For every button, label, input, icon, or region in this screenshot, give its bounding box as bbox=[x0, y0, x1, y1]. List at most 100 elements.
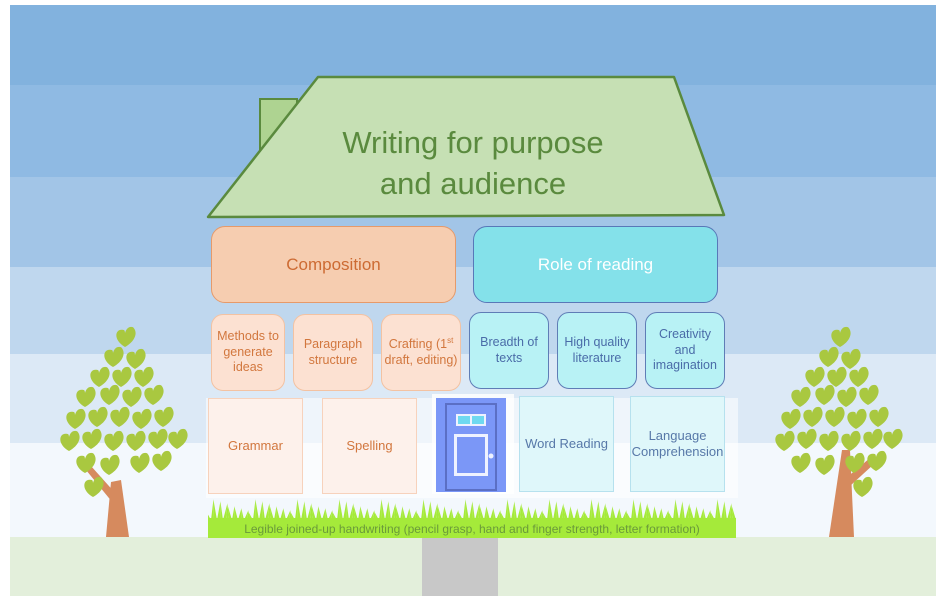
garden-path bbox=[422, 537, 498, 596]
grass-blade bbox=[391, 503, 396, 520]
composition-label: Composition bbox=[286, 254, 381, 274]
leaf-icon bbox=[116, 326, 136, 347]
grass-blade bbox=[448, 508, 452, 520]
grass-blade bbox=[517, 503, 522, 520]
grass-blade bbox=[265, 503, 270, 520]
grass-blade bbox=[232, 506, 235, 520]
grass-blade bbox=[562, 504, 565, 520]
grass-blade bbox=[595, 501, 599, 520]
grass-blade bbox=[457, 511, 460, 520]
grass-blade bbox=[442, 506, 445, 520]
grass-blade bbox=[395, 505, 400, 520]
grass-blade bbox=[211, 499, 214, 520]
roof-title-line2: and audience bbox=[379, 166, 567, 201]
grass-blade bbox=[274, 506, 277, 520]
leaf-icon bbox=[152, 450, 172, 471]
word-reading-label: Word Reading bbox=[525, 435, 608, 451]
crafting-text: Crafting (1 bbox=[388, 337, 448, 352]
leaf-icon bbox=[168, 428, 188, 449]
leaf-icon bbox=[867, 450, 887, 471]
grass-blade bbox=[248, 512, 253, 520]
grass-blade bbox=[589, 499, 592, 520]
tree-branch bbox=[846, 458, 874, 486]
grass-blade bbox=[223, 503, 228, 520]
grass-blade bbox=[703, 509, 706, 520]
word-reading-box: Word Reading bbox=[519, 396, 614, 492]
grass-blade bbox=[610, 506, 613, 520]
grass-blade bbox=[322, 508, 326, 520]
leaf-icon bbox=[815, 384, 835, 405]
leaf-icon bbox=[863, 428, 883, 449]
grass-blade bbox=[633, 500, 637, 520]
grass-blade bbox=[667, 511, 670, 520]
grass-blade bbox=[559, 503, 564, 520]
grass-blade bbox=[570, 507, 574, 520]
grass-blade bbox=[349, 503, 354, 520]
grass-blade bbox=[493, 509, 496, 520]
leaf-icon bbox=[791, 452, 811, 473]
grass-blade bbox=[547, 499, 550, 520]
grass-blade bbox=[465, 500, 469, 520]
role-of-reading-label: Role of reading bbox=[537, 254, 654, 274]
language-comprehension-box: Language Comprehension bbox=[630, 396, 725, 492]
grass-blade bbox=[514, 502, 517, 520]
tree-left bbox=[60, 326, 188, 537]
subtopic-crafting: Crafting (1st draft, editing) bbox=[381, 314, 461, 391]
grass-blade bbox=[475, 503, 480, 520]
grass-blade bbox=[415, 511, 418, 520]
leaf-icon bbox=[819, 430, 839, 451]
grass-blade bbox=[213, 500, 217, 520]
grass-blade bbox=[673, 499, 676, 520]
grass-blade bbox=[370, 510, 375, 520]
leaf-icon bbox=[82, 428, 102, 449]
grass-blade bbox=[253, 499, 256, 520]
leaf-icon bbox=[104, 346, 124, 367]
leaf-icon bbox=[122, 386, 142, 407]
grass-blade bbox=[647, 505, 652, 520]
leaf-icon bbox=[88, 406, 108, 427]
grass-blade bbox=[241, 509, 244, 520]
grass-blade bbox=[520, 504, 523, 520]
roof-title-line1: Writing for purpose bbox=[342, 125, 604, 160]
leaf-icon bbox=[883, 428, 903, 449]
grass-blade bbox=[280, 508, 284, 520]
leaf-icon bbox=[76, 386, 96, 407]
grass-blade bbox=[259, 501, 263, 520]
grass-blade bbox=[499, 511, 502, 520]
grass-blade bbox=[580, 510, 585, 520]
grass-blade bbox=[400, 506, 403, 520]
grass-blade bbox=[269, 505, 274, 520]
grass-blade bbox=[601, 503, 606, 520]
grass-blade bbox=[394, 504, 397, 520]
grass-blade bbox=[234, 507, 238, 520]
grass-blade bbox=[682, 502, 685, 520]
grass-blade bbox=[619, 509, 622, 520]
grass-blade bbox=[328, 510, 333, 520]
grass-blade bbox=[339, 500, 343, 520]
leaf-icon bbox=[112, 366, 132, 387]
grass-blade bbox=[479, 505, 484, 520]
grass-blade bbox=[549, 500, 553, 520]
grass-blade bbox=[316, 506, 319, 520]
grass-blade bbox=[451, 509, 454, 520]
grass-blade bbox=[577, 509, 580, 520]
leaf-icon bbox=[841, 430, 861, 451]
subtopic-label: Methods to generate ideas bbox=[217, 329, 279, 375]
grass-blade bbox=[367, 509, 370, 520]
leaf-icon bbox=[90, 366, 110, 387]
grass-blade bbox=[289, 511, 292, 520]
grass-blade bbox=[358, 506, 361, 520]
grass-blade bbox=[318, 507, 322, 520]
subtopic-methods-to-generate-ideas: Methods to generate ideas bbox=[211, 314, 285, 391]
grass-blade bbox=[381, 500, 385, 520]
leaf-icon bbox=[803, 406, 823, 427]
grass-blade bbox=[538, 510, 543, 520]
crafting-text-rest: draft, editing) bbox=[384, 353, 458, 368]
leaf-icon bbox=[797, 428, 817, 449]
grass-blade bbox=[664, 510, 669, 520]
grass-blade bbox=[444, 507, 448, 520]
spelling-label: Spelling bbox=[346, 437, 393, 453]
tree-right bbox=[775, 326, 903, 537]
grass-blade bbox=[301, 501, 305, 520]
grass-blade bbox=[661, 509, 664, 520]
